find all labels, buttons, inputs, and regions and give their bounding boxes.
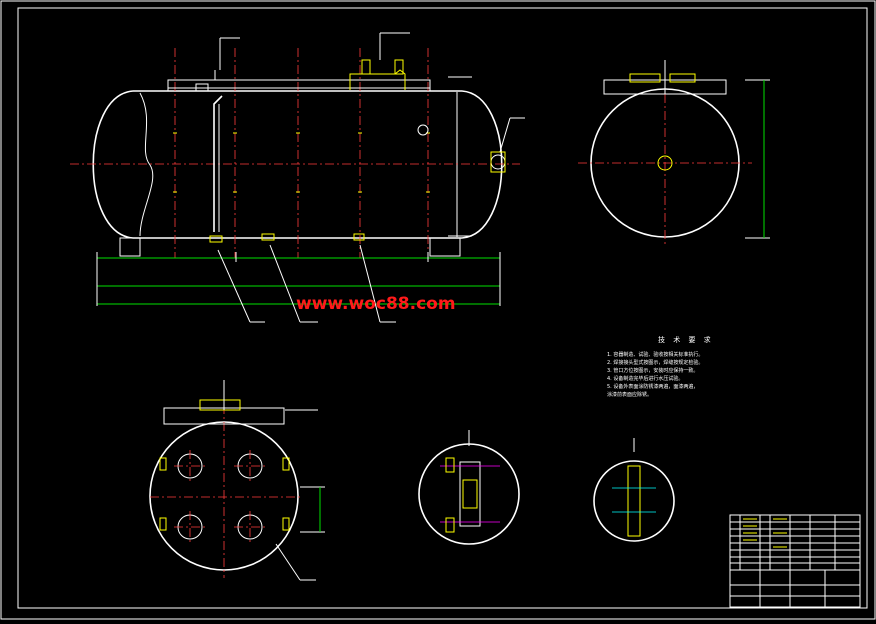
head-seam-left <box>139 92 154 237</box>
note-line-5: 5. 设备外表面涂防锈漆两遍，面漆两遍， <box>607 383 698 390</box>
top-nozzle-small <box>195 83 209 92</box>
right-manhole <box>490 154 506 170</box>
right-head <box>461 90 503 239</box>
bottom-nozzle-1 <box>209 235 223 243</box>
watermark-text: www.woc88.com <box>296 294 456 314</box>
note-line-2: 2. 焊接接头型式按图示，焊缝按规定检验。 <box>607 359 703 366</box>
section-view <box>149 380 325 581</box>
inner-frame <box>17 7 868 609</box>
top-pipe-nozzle <box>349 69 406 90</box>
detail-view-1 <box>418 430 520 545</box>
dip-pipe <box>213 95 223 232</box>
bottom-nozzle-2 <box>261 233 275 241</box>
internal-marks <box>173 132 430 193</box>
note-line-6: 涂漆前表面应除锈。 <box>607 391 652 398</box>
bottom-nozzle-3 <box>353 233 365 241</box>
title-block <box>729 514 861 608</box>
inspection-port <box>417 124 429 136</box>
note-line-4: 4. 设备制造完毕后进行水压试验。 <box>607 375 683 382</box>
front-view <box>70 32 525 323</box>
detail-view-2 <box>593 438 675 542</box>
leader-lines <box>217 32 525 323</box>
notes-title: 技 术 要 求 <box>658 335 714 344</box>
note-line-1: 1. 容器制造、试验、验收按相关标准执行。 <box>607 351 703 358</box>
technical-notes: 技 术 要 求 1. 容器制造、试验、验收按相关标准执行。 2. 焊接接头型式按… <box>607 335 714 398</box>
left-head <box>92 90 134 239</box>
side-view <box>578 60 770 245</box>
saddle-right <box>429 237 461 257</box>
note-line-3: 3. 管口方位按图示，安装时应保持一致。 <box>607 367 698 374</box>
saddle-left <box>119 237 141 257</box>
side-view-manhole <box>657 155 673 171</box>
